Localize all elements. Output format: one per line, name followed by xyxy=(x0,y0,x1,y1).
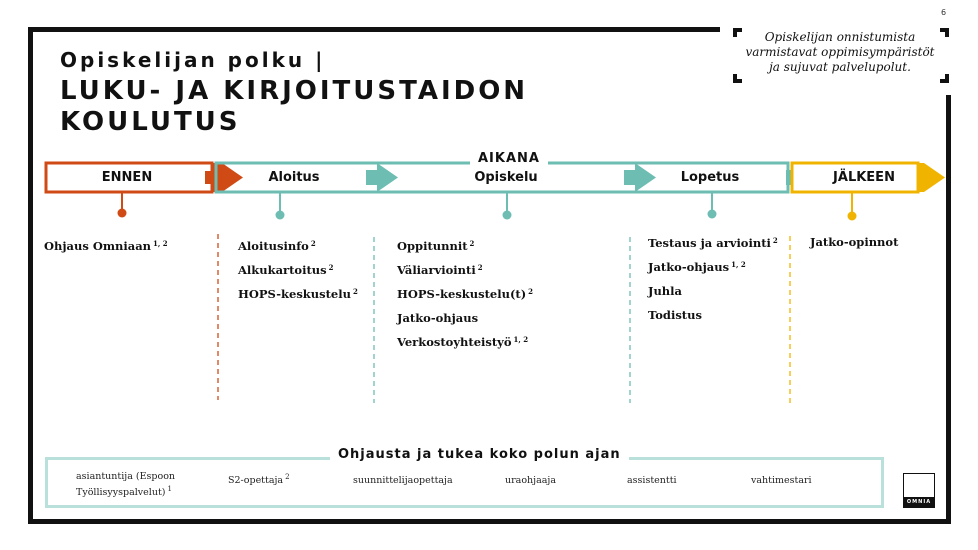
group-label-aikana: AIKANA xyxy=(470,151,548,166)
quote-line-3: ja sujuvat palvelupolut. xyxy=(769,60,911,74)
pin-ennen xyxy=(117,208,127,218)
page-subtitle: Opiskelijan polku | xyxy=(60,48,326,72)
support-item: assistentti xyxy=(627,475,677,486)
pin-aloitus xyxy=(275,210,285,220)
quote-corner-bottom-right xyxy=(940,74,949,83)
arrow-jalkeen xyxy=(917,163,945,192)
phase-label-opiskelu: Opiskelu xyxy=(474,170,538,185)
omnia-logo-text: OMNIA xyxy=(903,497,935,508)
support-item: suunnittelijaopettaja xyxy=(353,475,453,486)
page-title-line-2: KOULUTUS xyxy=(60,107,241,137)
quote-line-2: varmistavat oppimisympäristöt xyxy=(745,45,935,59)
phase-label-jalkeen: JÄLKEEN xyxy=(833,170,895,185)
phase-box-jalkeen xyxy=(790,161,920,194)
phase-box-ennen xyxy=(44,161,214,194)
support-title: Ohjausta ja tukea koko polun ajan xyxy=(330,447,629,462)
phase-label-lopetus: Lopetus xyxy=(680,170,740,185)
list-item: Jatko-ohjaus xyxy=(397,311,479,325)
support-item: uraohjaaja xyxy=(505,475,557,486)
pin-opiskelu xyxy=(502,210,512,220)
phase-label-ennen: ENNEN xyxy=(101,170,153,185)
page-title-line-1: LUKU- JA KIRJOITUSTAIDON xyxy=(60,76,529,106)
frame-top-border xyxy=(28,27,720,32)
page-title: LUKU- JA KIRJOITUSTAIDON KOULUTUS xyxy=(60,76,528,138)
quote-corner-top-right xyxy=(940,28,949,37)
frame-left-border xyxy=(28,27,33,524)
frame-bottom-border xyxy=(28,519,951,524)
phase-label-aloitus: Aloitus xyxy=(268,170,320,185)
pin-jalkeen xyxy=(847,211,857,221)
quote-text: Opiskelijan onnistumista varmistavat opp… xyxy=(738,30,942,75)
list-item: Todistus xyxy=(648,308,702,322)
support-item: vahtimestari xyxy=(751,475,812,486)
quote-corner-bottom-left xyxy=(733,74,742,83)
quote-corner-top-left xyxy=(733,28,742,37)
list-jalkeen: Jatko-opinnot xyxy=(810,233,940,257)
arrow-aloitus xyxy=(366,163,398,192)
pin-lopetus xyxy=(707,209,717,219)
arrow-opiskelu xyxy=(624,163,656,192)
page-number: 6 xyxy=(941,8,947,17)
list-item: Juhla xyxy=(648,284,682,298)
list-item: HOPS-keskustelu(t)2 xyxy=(397,287,534,301)
list-item: Jatko-opinnot xyxy=(810,235,899,249)
frame-right-border xyxy=(946,95,951,524)
quote-line-1: Opiskelijan onnistumista xyxy=(764,30,916,44)
